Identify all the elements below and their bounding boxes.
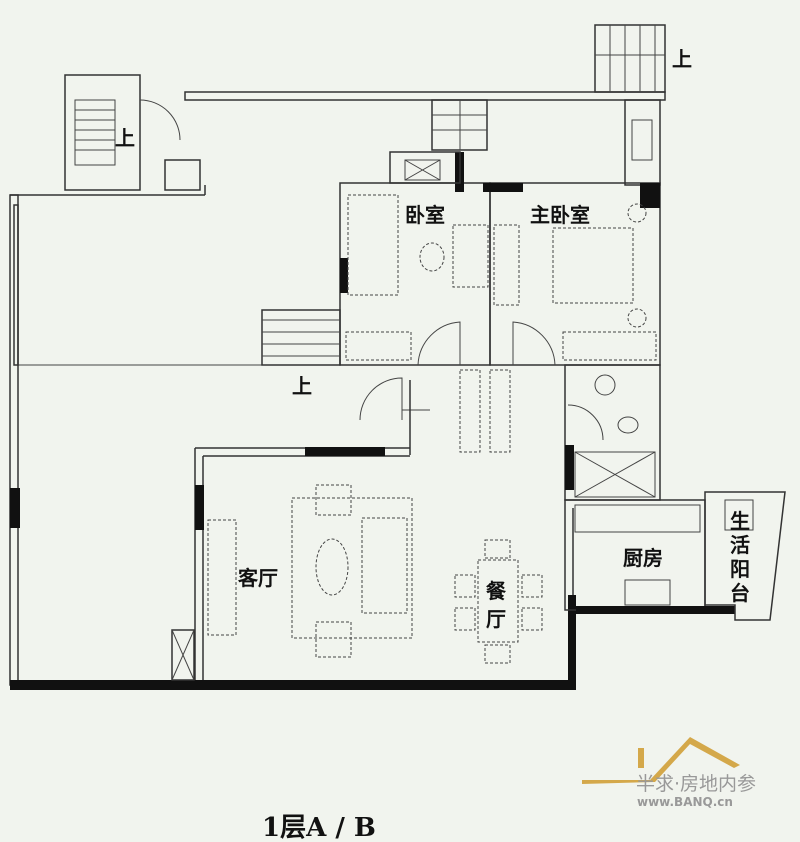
stair-up-label: 上	[672, 47, 692, 71]
room-label-dining-1: 餐	[486, 579, 507, 603]
watermark-name: 半求·房地内参	[636, 773, 756, 795]
middle-stair: 上	[261, 309, 430, 421]
stair-up-label: 上	[292, 374, 312, 398]
watermark-url: www.BANQ.cn	[637, 795, 733, 809]
room-label-master-bedroom: 主卧室	[530, 203, 590, 227]
living-room: 客厅	[171, 447, 413, 681]
dining-area: 餐 厅	[454, 539, 543, 664]
service-rooms: 厨房 生 活 阳 台	[564, 364, 786, 621]
top-right-stair: 上	[431, 24, 692, 186]
roof-icon	[582, 737, 740, 784]
room-label-kitchen: 厨房	[623, 546, 663, 570]
room-label-balcony-2: 活	[730, 533, 750, 557]
room-label-living-room: 客厅	[237, 566, 278, 590]
stair-up-label: 上	[115, 126, 135, 150]
corridor	[409, 369, 511, 455]
bedroom-walls: 卧室 主卧室	[339, 151, 661, 366]
room-label-balcony-1: 生	[730, 509, 750, 533]
watermark-logo: 半求·房地内参 www.BANQ.cn	[582, 737, 756, 809]
floor-title: 1层A / B	[262, 813, 376, 842]
room-label-balcony-4: 台	[730, 581, 750, 605]
left-stair: 上	[64, 74, 201, 191]
exterior-walls	[9, 91, 666, 690]
room-label-balcony-3: 阳	[730, 557, 750, 581]
room-label-bedroom: 卧室	[405, 203, 445, 227]
room-label-dining-2: 厅	[486, 607, 506, 631]
